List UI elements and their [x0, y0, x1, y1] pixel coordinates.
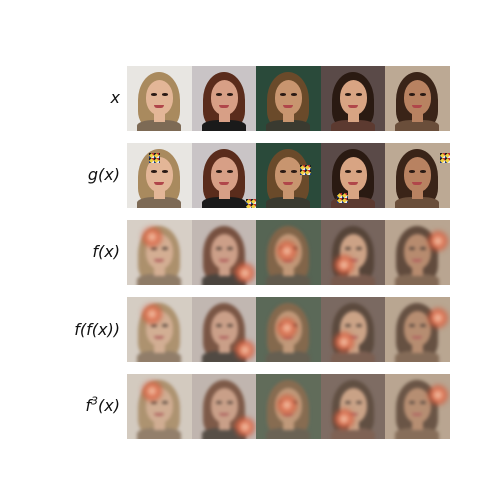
face-image — [191, 220, 257, 285]
image-row-f — [127, 220, 450, 285]
artifact-hotspot — [428, 385, 449, 405]
artifact-hotspot — [333, 409, 354, 429]
image-row-f3 — [127, 374, 450, 439]
face-image — [385, 220, 450, 285]
adversarial-patch — [149, 153, 160, 163]
face-image — [127, 143, 192, 208]
artifact-hotspot — [277, 318, 298, 338]
artifact-hotspot — [234, 263, 255, 283]
face-image — [385, 143, 450, 208]
face-image — [385, 297, 450, 362]
image-row-perturbed — [127, 143, 450, 208]
artifact-hotspot — [234, 417, 255, 437]
artifact-hotspot — [277, 395, 298, 415]
artifact-hotspot — [142, 381, 162, 401]
image-row-original — [127, 66, 450, 131]
artifact-hotspot — [277, 241, 298, 261]
face-image — [191, 66, 257, 131]
face-image — [191, 374, 257, 439]
artifact-hotspot — [428, 231, 449, 251]
face-image — [256, 66, 321, 131]
face-image — [127, 220, 192, 285]
face-image — [191, 297, 257, 362]
artifact-hotspot — [142, 304, 162, 324]
face-image — [320, 66, 386, 131]
artifact-hotspot — [333, 332, 354, 352]
face-image — [256, 374, 321, 439]
adversarial-patch — [440, 153, 450, 163]
face-image — [256, 220, 321, 285]
face-image — [256, 297, 321, 362]
adversarial-patch — [245, 199, 257, 208]
face-image — [385, 374, 450, 439]
face-image — [385, 66, 450, 131]
row-label-g-x: g(x) — [87, 165, 120, 184]
row-label-x: x — [110, 88, 120, 107]
face-image — [127, 374, 192, 439]
face-image — [127, 66, 192, 131]
row-label-f3-x: f3(x) — [85, 394, 120, 415]
face-image — [320, 374, 386, 439]
face-image — [320, 143, 386, 208]
artifact-hotspot — [142, 227, 162, 247]
adversarial-patch — [336, 193, 348, 203]
face-image — [127, 297, 192, 362]
image-row-f-f — [127, 297, 450, 362]
face-image — [320, 220, 386, 285]
face-image — [320, 297, 386, 362]
artifact-hotspot — [234, 340, 255, 360]
face-image — [191, 143, 257, 208]
face-image — [256, 143, 321, 208]
artifact-hotspot — [333, 255, 354, 275]
artifact-hotspot — [428, 308, 449, 328]
row-label-f-x: f(x) — [92, 242, 120, 261]
row-label-f-f-x: f(f(x)) — [74, 320, 120, 339]
adversarial-patch — [300, 165, 312, 175]
